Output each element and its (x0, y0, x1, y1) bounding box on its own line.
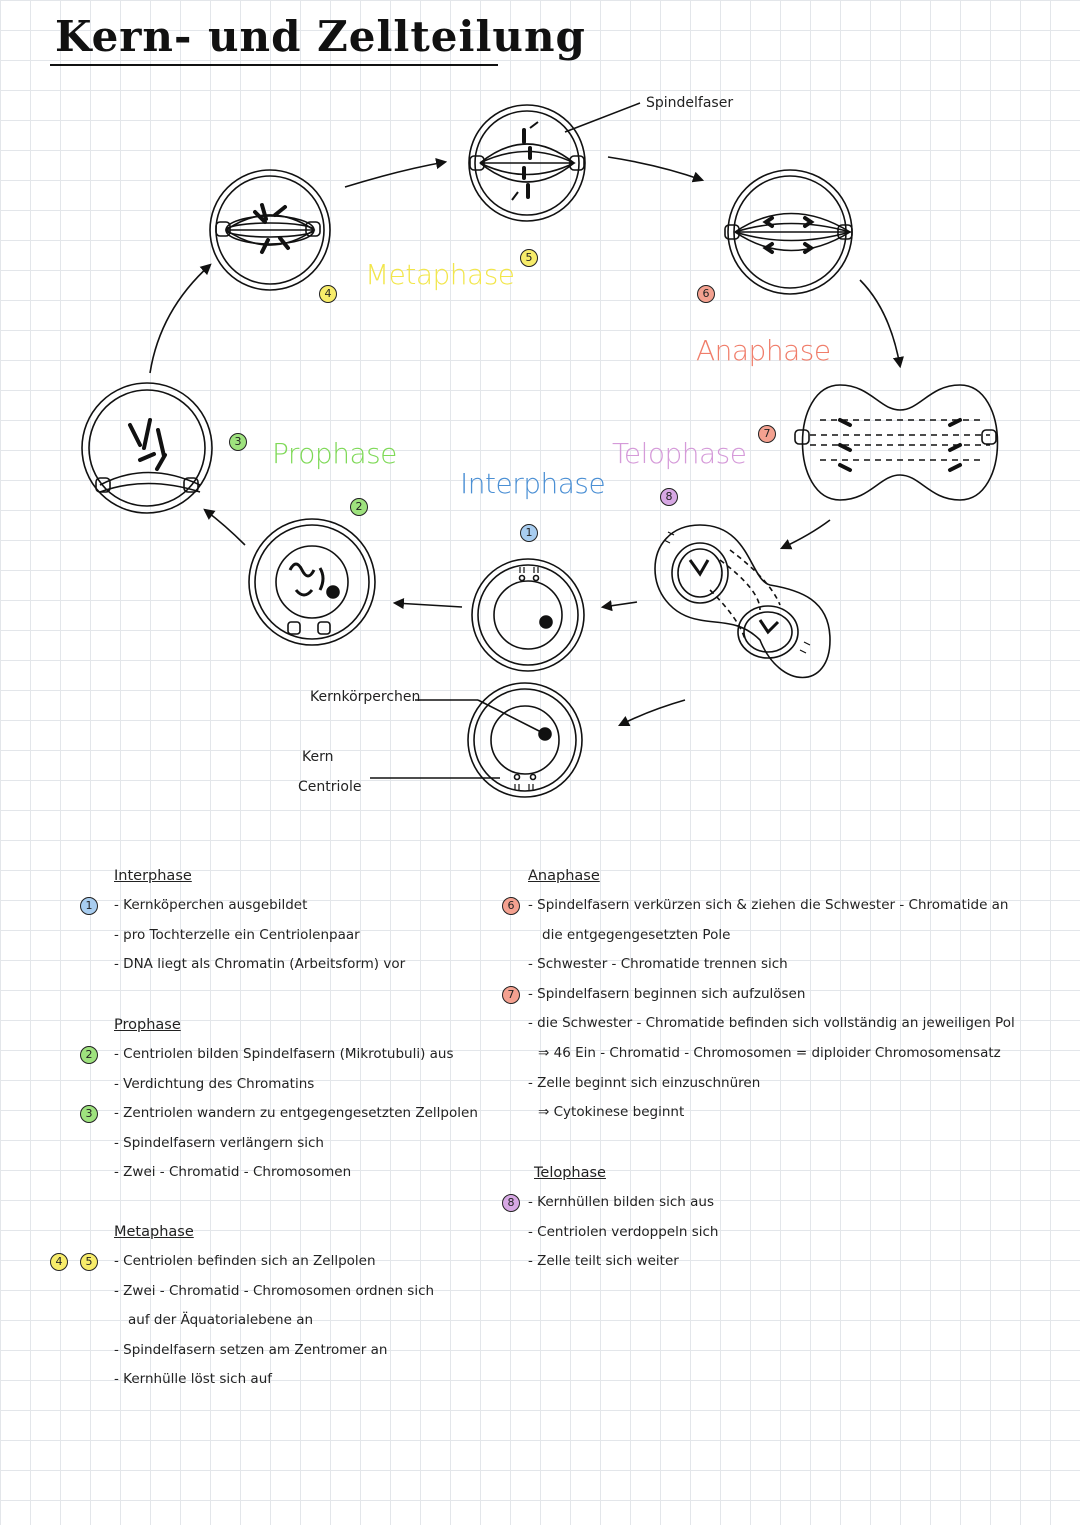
note-line: 3 - Zentriolen wandern zu entgegengesetz… (80, 1099, 520, 1129)
marker-4: 4 (319, 285, 337, 303)
implies-arrow-icon: ⇒ (538, 1104, 550, 1121)
marker-2: 2 (350, 498, 368, 516)
note-line: - Centriolen verdoppeln sich (528, 1223, 719, 1240)
note-marker-1: 1 (80, 897, 98, 915)
notes-heading-anaphase: Anaphase (528, 868, 600, 884)
annotation-spindelfaser: Spindelfaser (646, 95, 734, 111)
notes-prophase: Prophase 2 - Centriolen bilden Spindelfa… (80, 1010, 520, 1188)
note-line: - Schwester - Chromatide trennen sich (528, 956, 788, 973)
marker-6: 6 (697, 285, 715, 303)
page-title: Kern- und Zellteilung (55, 12, 586, 61)
note-line: - die Schwester - Chromatide befinden si… (528, 1015, 1015, 1032)
note-line: auf der Äquatorialebene an (128, 1312, 314, 1329)
cell-metaphase (468, 104, 586, 222)
implies-arrow-icon: ⇒ (538, 1044, 550, 1061)
cell-metaphase-early (209, 169, 331, 291)
note-marker-6: 6 (502, 897, 520, 915)
annotation-kernkoerperchen: Kernkörperchen (310, 689, 421, 705)
cell-interphase-labeled (370, 682, 583, 798)
note-line: - Spindelfasern verlängern sich (114, 1134, 324, 1151)
note-line: - Zelle beginnt sich einzuschnüren (528, 1074, 761, 1091)
notes-heading-prophase: Prophase (114, 1017, 181, 1033)
notes-telophase: Telophase 8 - Kernhüllen bilden sich aus… (502, 1158, 902, 1277)
note-line: die entgegengesetzten Pole (542, 926, 731, 943)
marker-1: 1 (520, 524, 538, 542)
cell-late-anaphase (794, 384, 999, 501)
note-line: 4 5 - Centriolen befinden sich an Zellpo… (50, 1247, 510, 1277)
label-metaphase: Metaphase (365, 258, 515, 291)
note-line: 8 - Kernhüllen bilden sich aus (502, 1188, 902, 1218)
label-anaphase: Anaphase (696, 334, 831, 367)
note-line: 1 - Kernköperchen ausgebildet (80, 891, 510, 921)
note-marker-3: 3 (80, 1105, 98, 1124)
label-prophase: Prophase (272, 437, 397, 470)
note-line: - DNA liegt als Chromatin (Arbeitsform) … (114, 956, 406, 973)
note-line: - Kernhülle löst sich auf (114, 1371, 273, 1388)
note-line: 6 - Spindelfasern verkürzen sich & ziehe… (502, 891, 1062, 921)
note-line: 2 - Centriolen bilden Spindelfasern (Mik… (80, 1040, 520, 1070)
annotation-centriole: Centriole (298, 779, 362, 795)
note-marker-7: 7 (502, 985, 520, 1004)
note-marker-8: 8 (502, 1194, 520, 1212)
annotation-kern: Kern (302, 749, 334, 765)
note-marker-5: 5 (80, 1253, 98, 1271)
notes-interphase: Interphase 1 - Kernköperchen ausgebildet… (80, 861, 510, 980)
cell-telophase (654, 524, 831, 679)
notes-heading-telophase: Telophase (534, 1165, 606, 1181)
note-marker-2: 2 (80, 1046, 98, 1064)
notes-anaphase: Anaphase 6 - Spindelfasern verkürzen sic… (502, 861, 1062, 1128)
cell-prophase-early (248, 518, 376, 646)
marker-3: 3 (229, 433, 247, 451)
note-line: - Zelle teilt sich weiter (528, 1253, 679, 1270)
note-line: - pro Tochterzelle ein Centriolenpaar (114, 926, 360, 943)
cell-anaphase (724, 169, 853, 295)
notes-heading-interphase: Interphase (114, 868, 192, 884)
note-marker-4: 4 (50, 1253, 68, 1271)
label-interphase: Interphase (460, 467, 606, 500)
note-line: 7 - Spindelfasern beginnen sich aufzulös… (502, 980, 1062, 1010)
notes-heading-metaphase: Metaphase (114, 1224, 194, 1240)
note-line: - Verdichtung des Chromatins (114, 1075, 315, 1092)
marker-8: 8 (660, 488, 678, 506)
title-underline (50, 64, 498, 66)
marker-5: 5 (520, 249, 538, 267)
note-line: ⇒ Cytokinese beginnt (538, 1104, 685, 1121)
cell-interphase-1 (471, 558, 585, 672)
marker-7: 7 (758, 425, 776, 443)
note-line: - Zwei - Chromatid - Chromosomen ordnen … (114, 1282, 435, 1299)
notes-metaphase: Metaphase 4 5 - Centriolen befinden sich… (50, 1217, 510, 1395)
note-line: - Spindelfasern setzen am Zentromer an (114, 1341, 388, 1358)
note-line: - Zwei - Chromatid - Chromosomen (114, 1164, 352, 1181)
note-line: ⇒ 46 Ein - Chromatid - Chromosomen = dip… (538, 1044, 1001, 1061)
cell-prophase-late (81, 382, 213, 514)
cell-cycle-diagram (81, 102, 999, 798)
label-telophase: Telophase (612, 437, 747, 470)
